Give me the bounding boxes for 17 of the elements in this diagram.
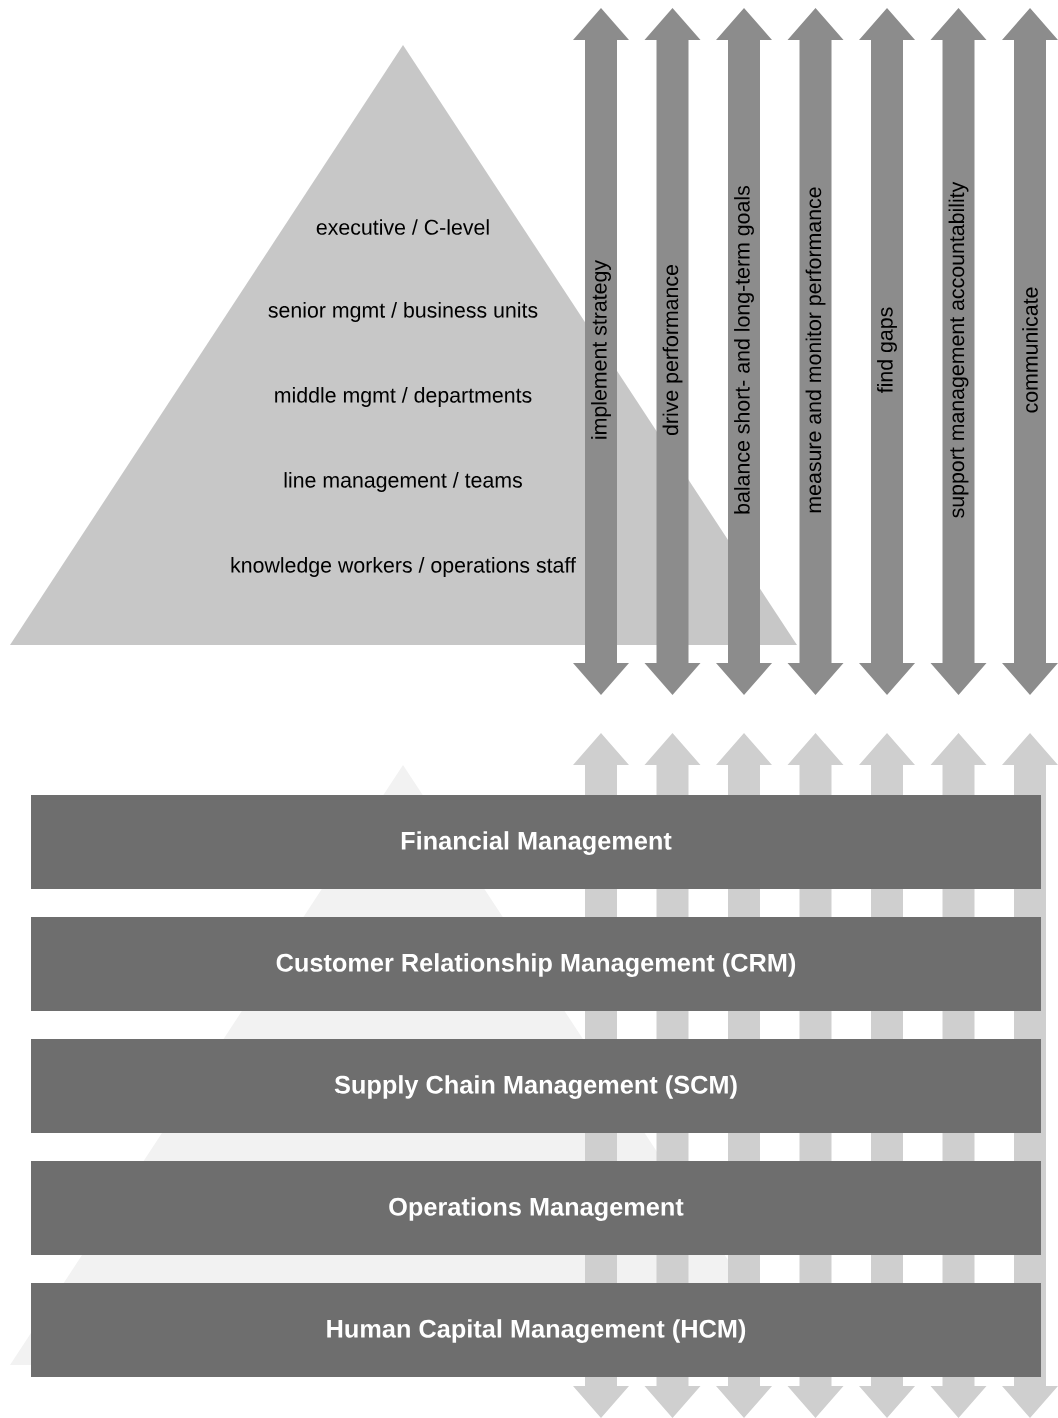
module-bar: Operations Management — [31, 1161, 1041, 1255]
pointed-banner: measure and monitor performance — [787, 8, 844, 695]
module-bar: Customer Relationship Management (CRM) — [31, 917, 1041, 1011]
pyramid — [10, 45, 797, 645]
pointed-banner: support management accountability — [930, 8, 987, 695]
pointed-banner: drive performance — [644, 8, 701, 695]
module-bar: Financial Management — [31, 795, 1041, 889]
pointed-banner: communicate — [1002, 8, 1058, 695]
level-label: senior mgmt / business units — [268, 302, 538, 322]
module-bar: Supply Chain Management (SCM) — [31, 1039, 1041, 1133]
pointed-banner: find gaps — [859, 8, 915, 695]
level-label: middle mgmt / departments — [275, 387, 532, 407]
level-label: executive / C-level — [316, 219, 489, 235]
level-label: line management / teams — [284, 472, 522, 492]
pointed-banner: balance short- and long-term goals — [716, 8, 772, 695]
module-bar: Human Capital Management (HCM) — [31, 1283, 1041, 1377]
level-label: knowledge workers / operations staff — [231, 557, 576, 577]
